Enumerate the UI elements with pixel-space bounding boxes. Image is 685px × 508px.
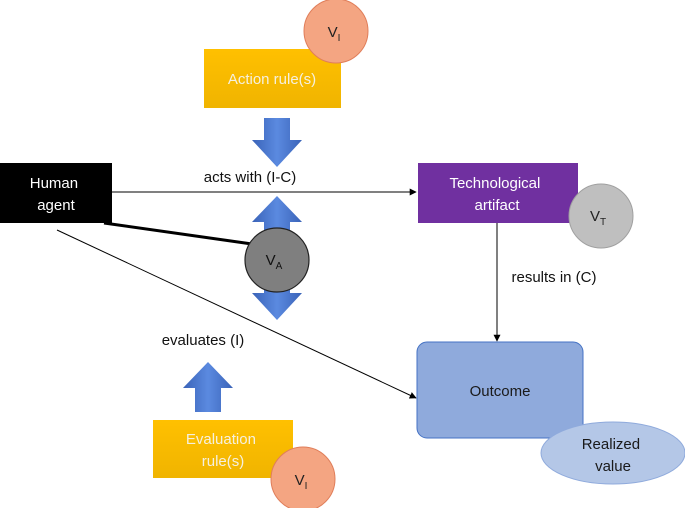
- value-circle-i-bottom: [270, 446, 336, 508]
- realized-value-line2: value: [595, 458, 631, 475]
- results-in-label: results in (C): [511, 269, 596, 286]
- value-i-top-label: VI: [328, 24, 341, 44]
- evaluation-rule-line1: Evaluation: [186, 431, 256, 448]
- value-i-bottom-label: VI: [295, 472, 308, 492]
- evaluation-rule-line2: rule(s): [202, 453, 245, 470]
- acts-with-label: acts with (I-C): [204, 169, 297, 186]
- human-agent-label: Human agent: [30, 175, 83, 214]
- action-rule-box: [204, 49, 341, 108]
- va-up-arrow: [252, 196, 302, 240]
- realized-value-label: Realized value: [582, 436, 645, 475]
- value-circle-i-top: [303, 0, 369, 64]
- value-a-label: VA: [266, 252, 283, 272]
- value-t-label: VT: [590, 208, 606, 228]
- evaluates-arrow: [56, 229, 417, 399]
- technological-artifact-label: Technological artifact: [449, 175, 544, 214]
- action-rule-label: Action rule(s): [228, 71, 316, 88]
- evaluation-rule-label: Evaluation rule(s): [186, 431, 260, 470]
- outcome-box: [416, 341, 584, 439]
- human-to-va-connector: [103, 221, 253, 246]
- outcome-label: Outcome: [470, 383, 531, 400]
- value-i-top-sub: I: [338, 33, 341, 44]
- technological-artifact-box: [418, 163, 578, 223]
- value-i-bottom-sub: I: [305, 481, 308, 492]
- realized-value-line1: Realized: [582, 436, 640, 453]
- technological-artifact-line2: artifact: [474, 197, 520, 214]
- va-down-arrow: [252, 285, 302, 320]
- evaluation-rule-up-arrow: [183, 362, 233, 412]
- value-a-base: V: [266, 252, 276, 269]
- value-circle-a: [244, 227, 310, 293]
- evaluates-label: evaluates (I): [162, 332, 245, 349]
- technological-artifact-line1: Technological: [449, 175, 540, 192]
- human-agent-label-line1: Human: [30, 175, 78, 192]
- realized-value-ellipse: [540, 421, 685, 485]
- value-i-bottom-base: V: [295, 472, 305, 489]
- value-i-top-base: V: [328, 24, 338, 41]
- human-agent-box: [0, 163, 112, 223]
- action-rule-down-arrow: [252, 118, 302, 167]
- value-t-sub: T: [600, 217, 606, 228]
- value-t-base: V: [590, 208, 600, 225]
- human-agent-label-line2: agent: [37, 197, 75, 214]
- evaluation-rule-box: [153, 420, 293, 478]
- value-a-sub: A: [276, 261, 283, 272]
- value-circle-t: [568, 183, 634, 249]
